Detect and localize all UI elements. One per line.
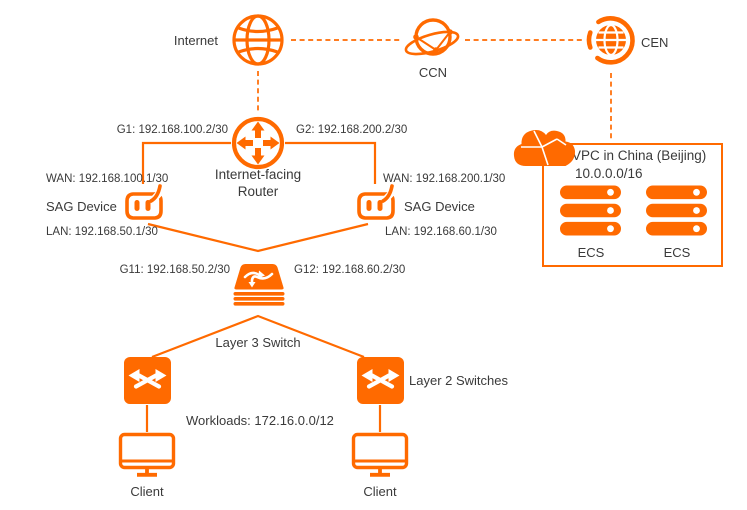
sag-left-label: SAG Device — [46, 199, 117, 214]
client-left-label: Client — [130, 484, 164, 499]
ccn-label: CCN — [418, 65, 448, 80]
cen-label: CEN — [641, 35, 669, 50]
sag-device-left-icon — [118, 183, 170, 229]
client-right-label: Client — [363, 484, 397, 499]
vpc-cloud-icon — [509, 120, 579, 170]
sag-right-label: SAG Device — [404, 199, 475, 214]
cen-icon — [584, 12, 640, 68]
router-label: Internet-facing Router — [214, 167, 302, 199]
sag-device-right-icon — [350, 183, 402, 229]
workloads-label: Workloads: 172.16.0.0/12 — [186, 413, 334, 428]
client-left-icon — [118, 432, 176, 478]
l3-g11-label: G11: 192.168.50.2/30 — [119, 264, 230, 276]
sag-left-wan-label: WAN: 192.168.100.1/30 — [46, 173, 169, 185]
layer2-switch-left-icon — [123, 356, 172, 405]
sag-right-wan-label: WAN: 192.168.200.1/30 — [383, 173, 506, 185]
ecs-right-label: ECS — [663, 245, 691, 260]
layer3-switch-icon — [229, 261, 289, 306]
router-icon — [230, 115, 286, 171]
internet-globe-icon — [230, 12, 286, 68]
sag-right-lan-label: LAN: 192.168.60.1/30 — [385, 226, 497, 238]
l2-switch-label: Layer 2 Switches — [409, 373, 508, 388]
ecs-right-icon — [645, 185, 709, 237]
ccn-icon — [402, 11, 462, 69]
vpc-boundary: VPC in China (Beijing) 10.0.0.0/16 — [542, 143, 723, 267]
client-right-icon — [351, 432, 409, 478]
router-g2-label: G2: 192.168.200.2/30 — [296, 124, 408, 136]
ecs-left-icon — [559, 185, 623, 237]
internet-label: Internet — [173, 33, 218, 48]
vpc-cidr: 10.0.0.0/16 — [575, 166, 643, 181]
vpc-title: VPC in China (Beijing) — [572, 148, 707, 163]
router-g1-label: G1: 192.168.100.2/30 — [116, 124, 228, 136]
l3-g12-label: G12: 192.168.60.2/30 — [294, 264, 406, 276]
layer2-switch-right-icon — [356, 356, 405, 405]
l3-switch-label: Layer 3 Switch — [215, 335, 301, 350]
ecs-left-label: ECS — [577, 245, 605, 260]
sag-left-lan-label: LAN: 192.168.50.1/30 — [46, 226, 158, 238]
